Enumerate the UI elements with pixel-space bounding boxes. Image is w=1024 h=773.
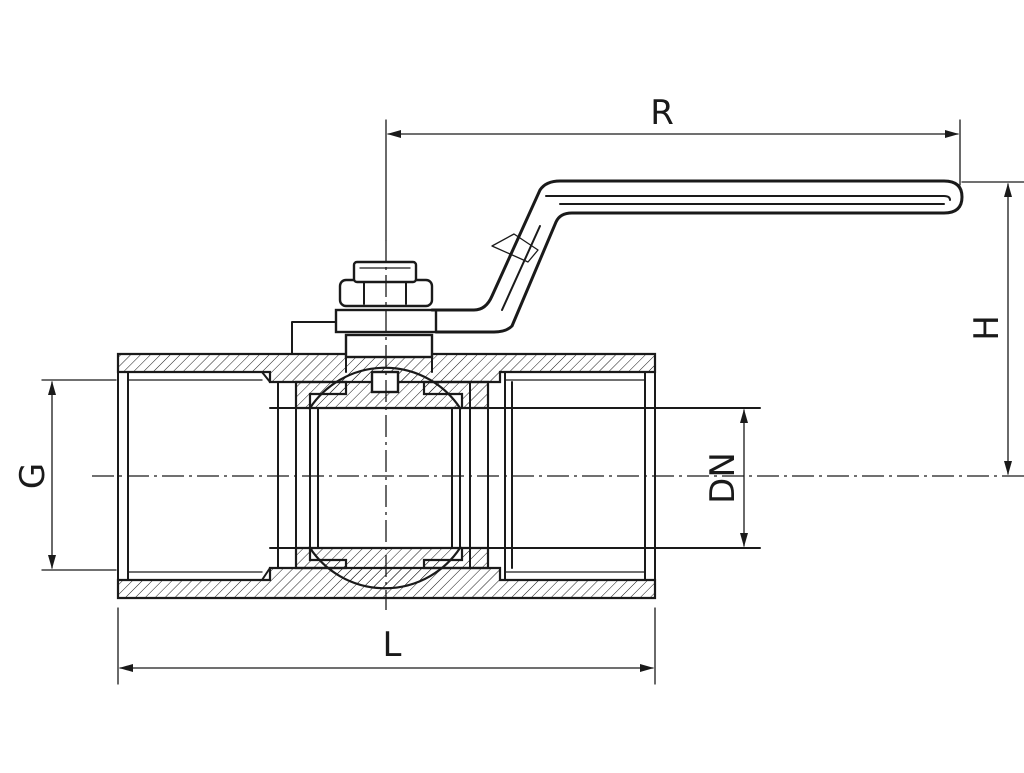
dimension-r-label: R — [650, 93, 674, 133]
valve-ball — [307, 366, 463, 590]
dimension-g: G — [13, 379, 117, 571]
dimension-h: H — [961, 181, 1024, 475]
center-lines — [92, 240, 1024, 610]
dimension-dn-label: DN — [703, 452, 743, 504]
dimension-g-label: G — [13, 463, 53, 489]
dimension-l-label: L — [383, 625, 402, 665]
dimension-l: L — [117, 607, 656, 685]
lever-handle — [430, 179, 964, 334]
dimension-h-label: H — [967, 315, 1007, 341]
dimension-dn: DN — [703, 409, 748, 547]
dimension-r: R — [385, 93, 961, 241]
